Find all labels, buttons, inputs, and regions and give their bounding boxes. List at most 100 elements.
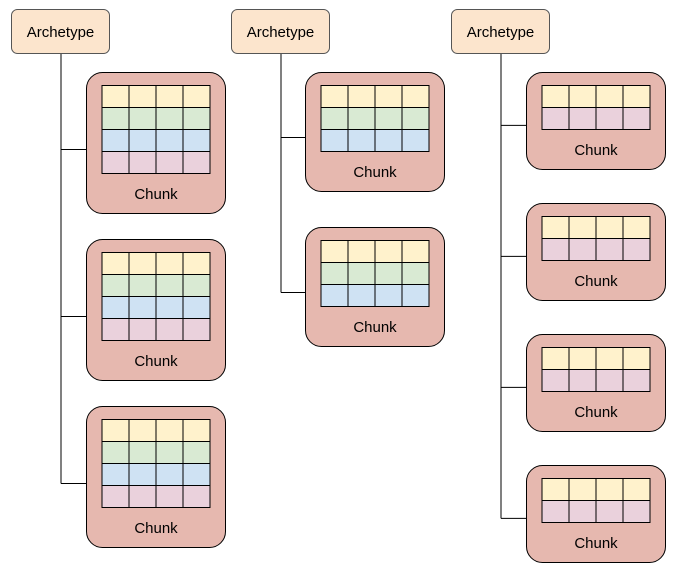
chunk-cell: [182, 252, 211, 275]
chunk-cell: [347, 262, 376, 285]
chunk-cell: [320, 129, 349, 152]
chunk-cell: [541, 369, 570, 392]
chunk-label: Chunk: [574, 273, 618, 290]
chunk: Chunk: [86, 239, 226, 381]
chunk-cell: [541, 500, 570, 523]
archetype-label: Archetype: [467, 24, 535, 41]
chunk-cell: [347, 129, 376, 152]
chunk-cell: [541, 107, 570, 130]
chunk-cell: [595, 369, 624, 392]
chunk-cell: [101, 107, 130, 130]
chunk-cell: [155, 419, 184, 442]
chunk-cell: [155, 463, 184, 486]
chunk-cell: [155, 252, 184, 275]
chunk: Chunk: [526, 72, 666, 170]
chunk-cell: [347, 240, 376, 263]
chunk-cell: [622, 478, 651, 501]
chunk-label: Chunk: [574, 404, 618, 421]
chunk-cell: [182, 463, 211, 486]
chunk-label: Chunk: [353, 319, 397, 336]
chunk-label: Chunk: [574, 535, 618, 552]
chunk-cell: [320, 240, 349, 263]
chunk-cell: [182, 129, 211, 152]
chunk-cell: [622, 500, 651, 523]
chunk-cell: [128, 463, 157, 486]
chunk-cell: [541, 85, 570, 108]
chunk-cell: [622, 107, 651, 130]
chunk-cell: [568, 347, 597, 370]
chunk-cell: [101, 485, 130, 508]
chunk-cell: [622, 216, 651, 239]
chunk-cell: [101, 151, 130, 174]
chunk-cell: [568, 478, 597, 501]
chunk-cell: [401, 85, 430, 108]
chunk-cell: [101, 463, 130, 486]
chunk-cell: [374, 107, 403, 130]
chunk-cell: [320, 85, 349, 108]
chunk-label: Chunk: [134, 520, 178, 537]
chunk-cell: [374, 129, 403, 152]
chunk-cell: [401, 284, 430, 307]
chunk-cell: [101, 129, 130, 152]
chunk-cell: [155, 151, 184, 174]
chunk-cell: [595, 478, 624, 501]
chunk-cell: [622, 238, 651, 261]
chunk-cell: [128, 419, 157, 442]
chunk-cell: [401, 107, 430, 130]
chunk-cell: [128, 318, 157, 341]
chunk-cell: [595, 500, 624, 523]
chunk-cell: [128, 107, 157, 130]
chunk-cell: [541, 347, 570, 370]
chunk-cell: [182, 485, 211, 508]
chunk-cell: [182, 151, 211, 174]
chunk-cell: [155, 441, 184, 464]
chunk-cell: [347, 107, 376, 130]
chunk-cell: [128, 274, 157, 297]
archetype-label: Archetype: [247, 24, 315, 41]
chunk-cell: [622, 347, 651, 370]
chunk-cell: [101, 441, 130, 464]
chunk-cell: [182, 441, 211, 464]
chunk-cell: [155, 85, 184, 108]
chunk-cell: [374, 240, 403, 263]
chunk-cell: [128, 85, 157, 108]
chunk-cell: [595, 216, 624, 239]
archetype-label: Archetype: [27, 24, 95, 41]
chunk-cell: [568, 216, 597, 239]
chunk-cell: [182, 85, 211, 108]
chunk-cell: [101, 85, 130, 108]
chunk-cell: [374, 284, 403, 307]
chunk-cell: [155, 485, 184, 508]
chunk-cell: [101, 274, 130, 297]
chunk-cell: [347, 284, 376, 307]
chunk-cell: [182, 419, 211, 442]
chunk-cell: [568, 85, 597, 108]
chunk-cell: [128, 485, 157, 508]
chunk: Chunk: [86, 406, 226, 548]
chunk-cell: [128, 296, 157, 319]
chunk-label: Chunk: [134, 186, 178, 203]
chunk-cell: [128, 151, 157, 174]
chunk-cell: [155, 129, 184, 152]
chunk-cell: [155, 318, 184, 341]
chunk-cell: [541, 478, 570, 501]
chunk-cell: [401, 129, 430, 152]
chunk-cell: [568, 369, 597, 392]
chunk-cell: [320, 262, 349, 285]
archetype-box: [231, 9, 330, 54]
chunk-cell: [595, 238, 624, 261]
chunk-cell: [401, 262, 430, 285]
chunk-cell: [101, 296, 130, 319]
chunk: Chunk: [86, 72, 226, 214]
chunk-cell: [347, 85, 376, 108]
chunk-cell: [622, 85, 651, 108]
chunk-cell: [155, 296, 184, 319]
chunk-cell: [128, 441, 157, 464]
chunk-cell: [568, 107, 597, 130]
chunk-label: Chunk: [353, 164, 397, 181]
chunk-cell: [155, 274, 184, 297]
chunk-cell: [182, 318, 211, 341]
